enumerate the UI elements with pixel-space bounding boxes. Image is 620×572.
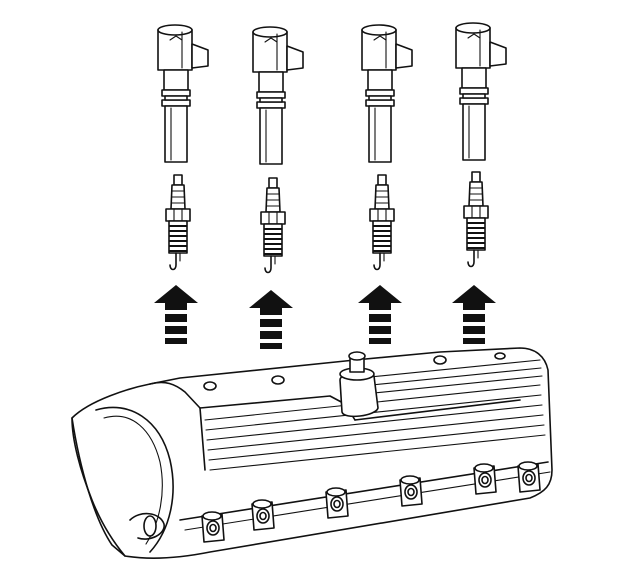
cover-bolt-icon — [325, 487, 349, 519]
valve-cover-bolts — [201, 461, 541, 543]
spark-plug-icon — [260, 177, 286, 274]
spark-plug-icon — [369, 174, 395, 271]
up-arrows — [154, 285, 496, 349]
ignition-coil-icon — [252, 26, 304, 165]
cover-bolt-icon — [399, 475, 423, 507]
ignition-coil-icon — [455, 22, 507, 161]
up-arrow-icon — [452, 285, 496, 344]
ignition-coils — [157, 22, 507, 165]
cover-bolt-icon — [517, 461, 541, 493]
cover-bolt-icon — [251, 499, 275, 531]
spark-plugs — [165, 171, 489, 274]
cover-bolt-icon — [473, 463, 497, 495]
spark-plug-icon — [165, 174, 191, 271]
ignition-coil-icon — [361, 24, 413, 163]
ignition-coil-icon — [157, 24, 209, 163]
up-arrow-icon — [249, 290, 293, 349]
valve-cover-icon — [71, 347, 553, 559]
up-arrow-icon — [358, 285, 402, 344]
cover-bolt-icon — [201, 511, 225, 543]
spark-plug-icon — [463, 171, 489, 268]
up-arrow-icon — [154, 285, 198, 344]
